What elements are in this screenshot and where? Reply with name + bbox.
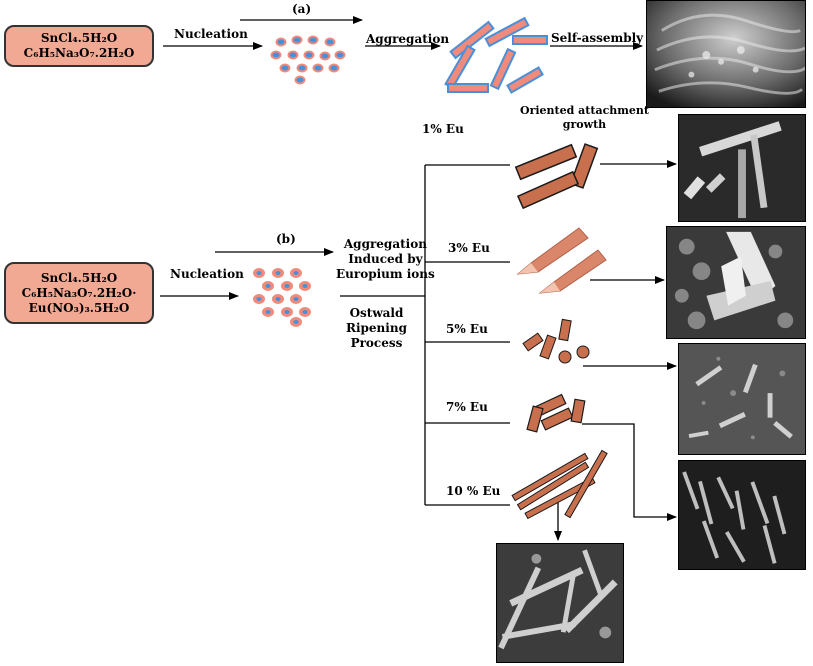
nucleus-particle <box>309 37 317 43</box>
oriented-line-2: growth <box>562 118 607 131</box>
branch-label-7: 7% Eu <box>446 400 488 414</box>
reagent-a-1: SnCl₄.5H₂O <box>40 31 118 45</box>
branch-label-5: 5% Eu <box>446 322 488 336</box>
nucleus-particle <box>293 297 299 301</box>
rods-1-eu <box>514 143 599 210</box>
nucleus-particle <box>305 52 313 58</box>
nucleation-label-b: Nucleation <box>170 267 244 281</box>
panel-b-label: (b) <box>276 232 296 246</box>
nucleus-particle <box>336 52 344 58</box>
reagent-a-2: C₆H₅Na₃O₇.2H₂O <box>23 46 135 60</box>
reagent-box-b: SnCl₄.5H₂O C₆H₅Na₃O₇.2H₂O· Eu(NO₃)₃.5H₂O <box>4 262 154 324</box>
aggregation-label-a: Aggregation <box>366 32 450 46</box>
nucleus-particle <box>298 65 306 71</box>
sem-image-10-eu <box>496 543 624 663</box>
nucleus-particle <box>330 65 338 71</box>
branch-label-10: 10 % Eu <box>446 484 501 498</box>
ostwald-line-3: Process <box>350 336 403 350</box>
nucleus-particle <box>265 310 271 314</box>
nucleus-particle <box>296 77 304 83</box>
oriented-line-1: Oriented attachment <box>520 104 649 117</box>
panel-a-label: (a) <box>292 2 312 16</box>
nuclei-a <box>270 35 346 85</box>
oriented-attachment-label: Oriented attachment growth <box>520 104 649 132</box>
nucleus-particle <box>302 310 308 314</box>
nucleus-particle <box>289 52 297 58</box>
nucleus-particle <box>293 271 299 275</box>
sem-image-7-eu <box>678 460 806 570</box>
sem-image-5-eu <box>678 343 806 455</box>
ostwald-label: Ostwald Ripening Process <box>346 306 407 351</box>
rods-a-aggregation <box>444 16 548 94</box>
aggregation-eu-label: Aggregation Induced by Europium ions <box>336 237 435 282</box>
nucleus-particle <box>256 271 262 275</box>
nucleus-particle <box>284 310 290 314</box>
nucleus-particle <box>284 284 290 288</box>
reagent-b-3: Eu(NO₃)₃.5H₂O <box>28 300 130 315</box>
nucleus-particle <box>275 271 281 275</box>
ostwald-line-2: Ripening <box>346 321 407 335</box>
needles-10-eu <box>511 449 608 520</box>
nuclei-b <box>253 268 311 327</box>
rods-7-eu <box>526 393 586 433</box>
aggregation-eu-line-2: Induced by <box>348 252 423 266</box>
nucleus-particle <box>265 284 271 288</box>
particles-5-eu <box>522 318 590 364</box>
branch-label-1: 1% Eu <box>422 122 464 136</box>
nucleus-particle <box>256 297 262 301</box>
sem-image-3-eu <box>666 226 806 339</box>
reagent-box-a: SnCl₄.5H₂O C₆H₅Na₃O₇.2H₂O <box>4 25 154 67</box>
nucleus-particle <box>281 65 289 71</box>
branch-label-3: 3% Eu <box>448 241 490 255</box>
pencils-3-eu <box>516 227 607 294</box>
sem-image-1-eu <box>678 114 806 222</box>
nucleation-label-a: Nucleation <box>174 27 248 41</box>
arrow-7-to-sem <box>582 423 677 521</box>
nucleus-particle <box>326 39 334 45</box>
nucleus-particle <box>277 39 285 45</box>
ostwald-line-1: Ostwald <box>349 306 404 320</box>
nucleus-particle <box>293 320 299 324</box>
aggregation-eu-line-1: Aggregation <box>343 237 427 251</box>
nucleus-particle <box>275 297 281 301</box>
self-assembly-label: Self-assembly <box>551 31 644 45</box>
reagent-b-1: SnCl₄.5H₂O <box>40 270 118 285</box>
aggregation-eu-line-3: Europium ions <box>336 267 435 281</box>
sem-image-a <box>646 0 806 108</box>
nucleus-particle <box>302 284 308 288</box>
nucleus-particle <box>321 53 329 59</box>
nucleus-particle <box>293 37 301 43</box>
nucleus-particle <box>272 52 280 58</box>
nucleus-particle <box>314 65 322 71</box>
reagent-b-2: C₆H₅Na₃O₇.2H₂O· <box>21 285 137 300</box>
